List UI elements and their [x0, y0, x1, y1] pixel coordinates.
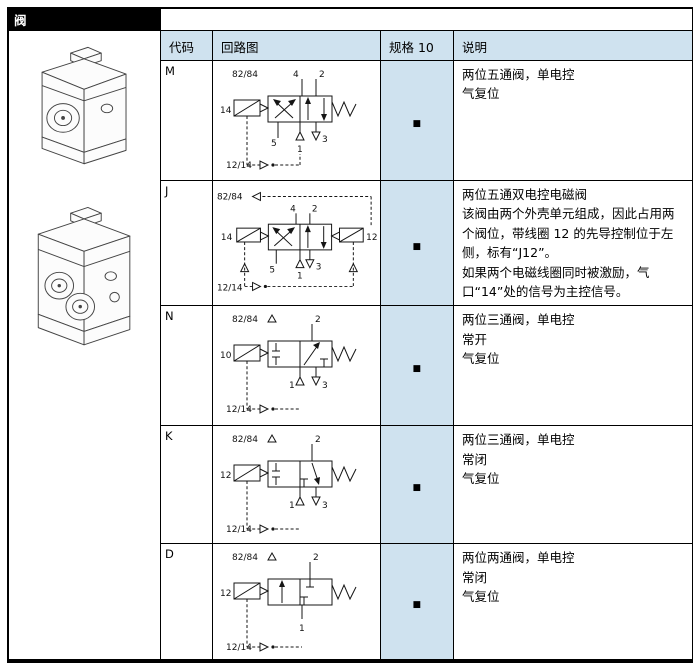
description-cell: 两位五通阀，单电控 气复位 — [453, 60, 693, 181]
port-label-10: 10 — [220, 351, 232, 361]
product-illustrations — [9, 45, 160, 373]
description-line: 该阀由两个外壳单元组成，因此占用两个阀位，带线圈 12 的先导控制位于左侧，标有… — [462, 206, 675, 261]
spec-marker: ■ — [412, 118, 422, 129]
port-label-2: 2 — [315, 435, 321, 445]
port-label-1: 1 — [297, 272, 303, 282]
port-label-2: 2 — [315, 315, 321, 325]
port-label-5: 5 — [271, 139, 277, 149]
description-line: 常闭 — [462, 451, 488, 467]
table-header-row: 代码 回路图 规格 10 说明 — [8, 29, 693, 662]
circuit-diagram-cell: 82/84 2 12 1 3 12/14 — [212, 425, 381, 545]
port-label-12-14: 12/14 — [226, 405, 252, 415]
port-label-2: 2 — [313, 553, 319, 563]
port-label-3: 3 — [322, 381, 328, 391]
description-line: 气复位 — [462, 589, 500, 604]
port-label-3: 3 — [322, 135, 328, 145]
spec-marker: ■ — [412, 482, 422, 493]
port-label-pilot: 82/84 — [232, 553, 258, 563]
port-label-12-14: 12/14 — [226, 643, 252, 653]
description-line: 气复位 — [462, 86, 500, 102]
description-cell: 两位五通双电控电磁阀 该阀由两个外壳单元组成，因此占用两个阀位，带线圈 12 的… — [453, 179, 693, 307]
port-label-12: 12 — [366, 233, 377, 243]
valve-isometric-double-solenoid — [37, 206, 130, 346]
spec-marker: ■ — [412, 599, 422, 610]
description-line: 如果两个电磁线圈同时被激励，气口“14”处的信号为主控信号。 — [462, 264, 650, 299]
valve-code: K — [160, 425, 213, 545]
port-label-pilot: 82/84 — [232, 70, 258, 80]
circuit-diagram-2-2-nc: 82/84 2 12 1 12/14 — [220, 552, 356, 653]
port-label-2: 2 — [312, 204, 318, 214]
description-line: 两位三通阀，单电控 — [462, 312, 575, 328]
title-bar-row: 阀 — [8, 8, 693, 31]
port-label-pilot: 82/84 — [232, 435, 258, 445]
header-code: 代码 — [160, 30, 213, 61]
description-cell: 两位三通阀，单电控 常闭 气复位 — [453, 425, 693, 545]
table-row-j: J 82/84 4 2 14 — [9, 179, 693, 307]
table-row-d: D 82/84 2 12 1 12/14 — [9, 543, 693, 662]
port-label-2: 2 — [319, 70, 325, 80]
port-label-5: 5 — [269, 266, 275, 276]
circuit-diagram-cell: 82/84 4 2 14 5 3 — [212, 60, 381, 181]
description-line: 气复位 — [462, 471, 500, 486]
valve-code: J — [160, 179, 213, 307]
valve-table: 阀 — [8, 8, 693, 663]
port-label-1: 1 — [289, 381, 295, 391]
port-label-3: 3 — [322, 501, 328, 511]
valve-code: N — [160, 305, 213, 427]
description-cell: 两位三通阀，单电控 常开 气复位 — [453, 305, 693, 427]
spec-cell: ■ — [380, 179, 454, 307]
title-bar-spacer — [160, 8, 693, 31]
circuit-diagram-3-2-nc: 82/84 2 12 1 3 12/14 — [220, 434, 356, 535]
spec-cell: ■ — [380, 60, 454, 181]
port-label-pilot: 82/84 — [232, 315, 258, 325]
port-label-4: 4 — [293, 70, 299, 80]
document-page: 阀 — [7, 7, 693, 663]
port-label-pilot: 82/84 — [217, 192, 243, 202]
description-line: 气复位 — [462, 351, 500, 366]
port-label-12-14: 12/14 — [226, 525, 252, 535]
valve-code: M — [160, 60, 213, 181]
circuit-diagram-5-2-double: 82/84 4 2 14 12 — [217, 191, 377, 293]
port-label-4: 4 — [290, 204, 296, 214]
valve-isometric-single-solenoid — [41, 46, 126, 165]
port-label-12: 12 — [220, 471, 231, 481]
port-label-12-14: 12/14 — [217, 283, 243, 293]
table-row-k: K 82/84 2 12 1 3 — [9, 425, 693, 545]
description-line: 常闭 — [462, 569, 488, 585]
table-row-n: N 82/84 2 10 1 3 — [9, 305, 693, 427]
description-line: 常开 — [462, 331, 488, 347]
port-label-12-14: 12/14 — [226, 161, 252, 171]
description-line: 两位五通双电控电磁阀 — [462, 187, 588, 202]
port-label-12: 12 — [220, 589, 231, 599]
table-row-m: M 82/84 4 2 14 5 — [9, 60, 693, 181]
port-label-14: 14 — [220, 106, 232, 116]
port-label-1: 1 — [299, 624, 305, 634]
circuit-diagram-cell: 82/84 2 10 1 3 12/14 — [212, 305, 381, 427]
spec-cell: ■ — [380, 425, 454, 545]
port-label-1: 1 — [289, 501, 295, 511]
circuit-diagram-cell: 82/84 2 12 1 12/14 — [212, 543, 381, 662]
description-cell: 两位两通阀，单电控 常闭 气复位 — [453, 543, 693, 662]
page-title: 阀 — [8, 8, 161, 31]
circuit-diagram-5-2-single: 82/84 4 2 14 5 3 — [220, 70, 356, 171]
port-label-1: 1 — [297, 145, 303, 155]
spec-cell: ■ — [380, 543, 454, 662]
description-line: 两位五通阀，单电控 — [462, 67, 575, 82]
valve-code: D — [160, 543, 213, 662]
circuit-diagram-3-2-no: 82/84 2 10 1 3 12/14 — [220, 314, 356, 415]
description-line: 两位三通阀，单电控 — [462, 432, 575, 448]
port-label-3: 3 — [316, 263, 322, 273]
header-spec-10: 规格 10 — [380, 30, 454, 61]
port-label-14: 14 — [221, 233, 233, 243]
spec-cell: ■ — [380, 305, 454, 427]
description-line: 两位两通阀，单电控 — [462, 550, 575, 566]
spec-marker: ■ — [412, 363, 422, 374]
header-description: 说明 — [453, 30, 693, 61]
circuit-diagram-cell: 82/84 4 2 14 12 — [212, 179, 381, 307]
product-image-cell — [8, 29, 161, 662]
header-circuit-diagram: 回路图 — [212, 30, 381, 61]
spec-marker: ■ — [412, 241, 422, 252]
